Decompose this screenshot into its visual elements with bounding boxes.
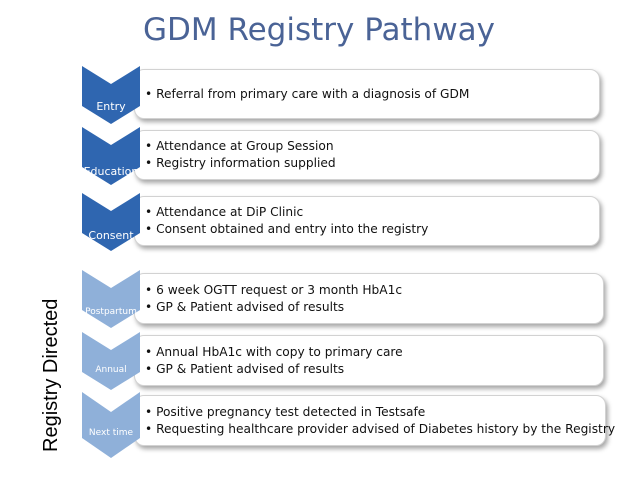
step-annual-bullet-1: • Annual HbA1c with copy to primary care bbox=[145, 344, 403, 359]
step-consent-label: Consent bbox=[88, 229, 134, 242]
step-consent-box: • Attendance at DiP Clinic • Consent obt… bbox=[134, 196, 600, 246]
step-postpartum-bullet-1: • 6 week OGTT request or 3 month HbA1c bbox=[145, 282, 403, 297]
step-postpartum-box: • 6 week OGTT request or 3 month HbA1c •… bbox=[134, 273, 604, 324]
step-entry-label: Entry bbox=[96, 100, 126, 113]
step-next-time-chevron: Next time bbox=[82, 392, 140, 458]
step-education-box: • Attendance at Group Session • Registry… bbox=[134, 130, 600, 180]
step-annual-bullet-2: • GP & Patient advised of results bbox=[145, 361, 345, 376]
step-annual-box: • Annual HbA1c with copy to primary care… bbox=[134, 335, 604, 386]
diagram-title: GDM Registry Pathway bbox=[142, 12, 496, 48]
step-entry-bullet: • Referral from primary care with a diag… bbox=[145, 86, 470, 101]
step-education-label: Education bbox=[83, 165, 139, 178]
step-annual-chevron: Annual bbox=[82, 332, 140, 390]
step-next-time-label: Next time bbox=[88, 428, 134, 438]
step-education-bullet-1: • Attendance at Group Session bbox=[145, 139, 334, 153]
registry-directed-label: Registry Directed bbox=[40, 298, 62, 452]
step-postpartum-chevron: Postpartum bbox=[82, 270, 140, 328]
step-education-bullet-2: • Registry information supplied bbox=[145, 156, 336, 170]
step-postpartum-bullet-2: • GP & Patient advised of results bbox=[145, 299, 345, 314]
step-entry-box: • Referral from primary care with a diag… bbox=[134, 69, 600, 119]
step-annual-label: Annual bbox=[95, 365, 127, 375]
step-entry-chevron: Entry bbox=[82, 66, 140, 124]
step-consent-chevron: Consent bbox=[82, 193, 140, 251]
step-next-time-bullet-1: • Positive pregnancy test detected in Te… bbox=[145, 404, 426, 419]
step-postpartum-label: Postpartum bbox=[85, 307, 137, 317]
step-next-time-bullet-2: • Requesting healthcare provider advised… bbox=[145, 421, 616, 436]
step-consent-bullet-2: • Consent obtained and entry into the re… bbox=[145, 222, 429, 236]
step-consent-bullet-1: • Attendance at DiP Clinic bbox=[145, 205, 304, 219]
step-next-time-box: • Positive pregnancy test detected in Te… bbox=[134, 395, 616, 446]
step-education-chevron: Education bbox=[82, 127, 140, 185]
